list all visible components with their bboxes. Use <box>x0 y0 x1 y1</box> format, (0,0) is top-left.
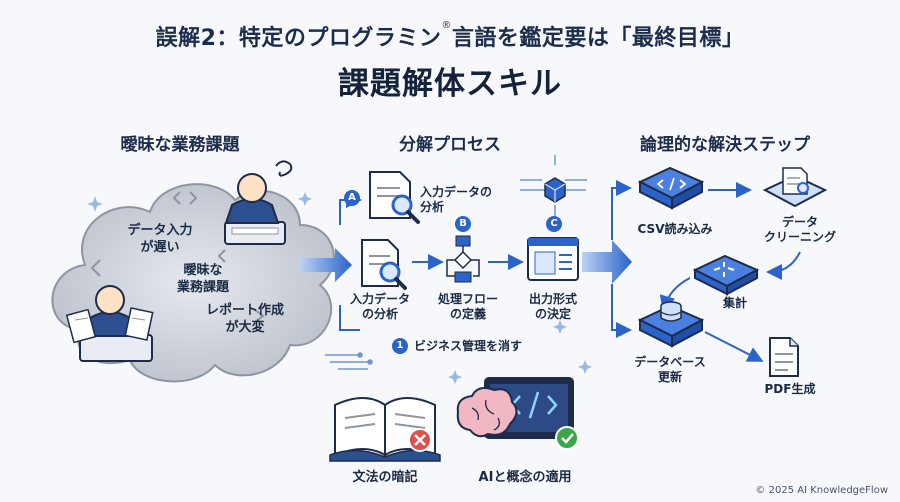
cloud-label-slow-input: データ入力 が遅い <box>127 223 193 255</box>
sparkle-decoration <box>87 192 592 384</box>
document-search-icon-1 <box>361 239 407 290</box>
brain-icon <box>456 387 518 438</box>
column-heading-right: 論理的な解決ステップ <box>640 135 810 155</box>
label-a-analysis: 入力データの 分析 <box>420 185 493 214</box>
note-number-badge: 1 <box>392 338 408 354</box>
data-cube-icon <box>544 177 566 203</box>
label-aggregate: 集計 <box>722 296 747 310</box>
note-text: ビジネス管理を消す <box>414 339 523 353</box>
label-data-cleaning: データ クリーニング <box>763 215 836 244</box>
title-part-2: 言語を鑑定要は「最終目標」 <box>451 26 745 51</box>
sub-title: 課題解体スキル <box>338 66 562 102</box>
badge-c: C <box>546 216 562 232</box>
circuit-decoration <box>325 155 587 370</box>
main-title: 誤解2：特定のプログラミン®言語を鑑定要は「最終目標」 <box>0 20 900 52</box>
flow-arrow-1 <box>300 248 352 282</box>
step-1-label: 入力データ の分析 <box>349 292 410 321</box>
output-window-icon <box>527 237 579 281</box>
title-part-1: 誤解2：特定のプログラミン <box>155 26 442 51</box>
stressed-worker-icon <box>224 160 293 245</box>
badge-a: A <box>344 190 360 206</box>
cloud-label-report: レポート作成 が大変 <box>205 303 284 335</box>
column-heading-left: 曖昧な業務課題 <box>120 135 240 155</box>
pdf-document-icon <box>769 337 799 377</box>
copyright-text: © 2025 AI KnowledgeFlow <box>755 485 888 496</box>
check-icon <box>555 426 579 450</box>
column-heading-middle: 分解プロセス <box>399 135 501 155</box>
registered-mark: ® <box>441 20 452 31</box>
csv-code-block-icon <box>637 166 705 210</box>
grammar-book-icon <box>329 397 441 462</box>
data-cleaning-doc-icon <box>762 167 828 208</box>
cloud-label-vague-task: 曖昧な 業務課題 <box>176 263 229 295</box>
label-ai-concept-application: AIと概念の適用 <box>478 470 572 485</box>
flowchart-icon <box>446 235 480 283</box>
badge-b: B <box>455 216 471 232</box>
label-grammar-memorization: 文法の暗記 <box>352 470 418 485</box>
label-database-update: データベース 更新 <box>634 355 706 384</box>
document-search-icon-a <box>369 171 420 224</box>
cross-icon <box>408 428 432 452</box>
overwhelmed-worker-icon <box>65 285 154 362</box>
label-pdf-generate: PDF生成 <box>764 382 816 396</box>
aggregate-block-icon <box>692 254 760 296</box>
flow-arrow-2 <box>582 240 632 284</box>
label-csv-read: CSV読み込み <box>637 222 713 236</box>
step-3-label: 出力形式 の決定 <box>528 292 577 321</box>
step-2-label: 処理フロー の定義 <box>437 292 498 321</box>
database-block-icon <box>637 301 705 348</box>
